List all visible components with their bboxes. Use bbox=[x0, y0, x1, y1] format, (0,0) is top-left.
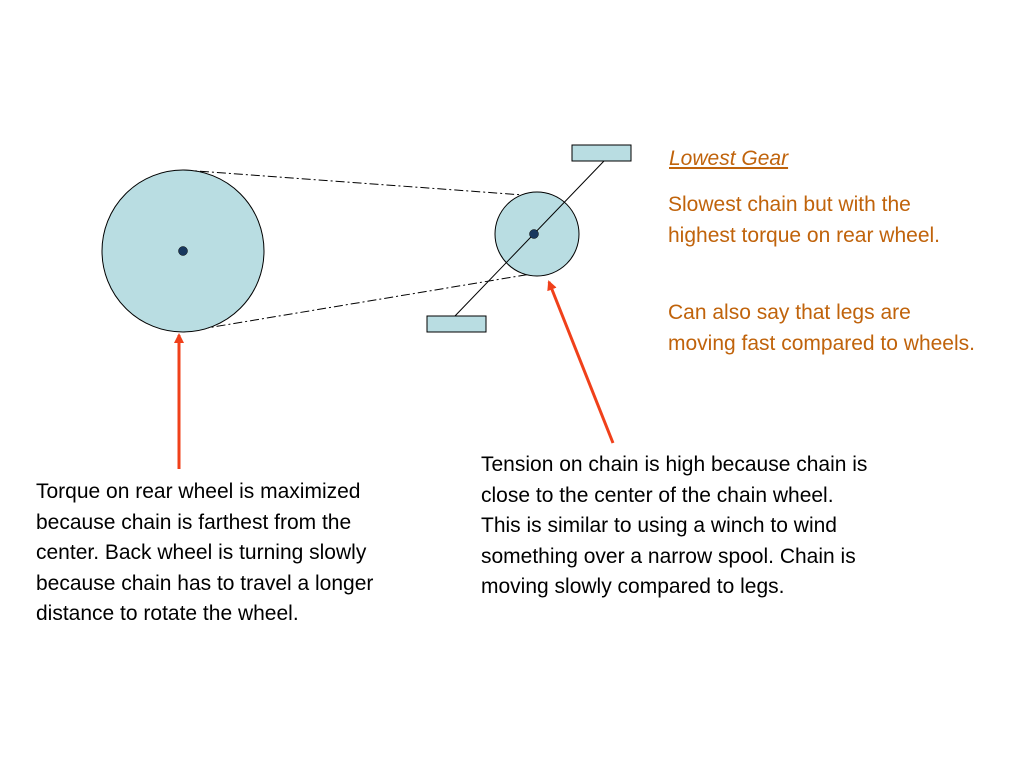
rear-wheel-caption: Torque on rear wheel is maximized becaus… bbox=[36, 480, 374, 626]
side-note-title: Lowest Gear bbox=[669, 147, 789, 170]
pedal-top bbox=[571, 144, 632, 162]
chain-wheel-arrow bbox=[547, 280, 615, 444]
side-note-paragraph-1: Slowest chain but with the highest torqu… bbox=[668, 193, 941, 247]
side-note-paragraph-2: Can also say that legs are moving fast c… bbox=[668, 301, 975, 355]
rear-wheel-hub bbox=[178, 246, 188, 256]
chain-wheel-caption: Tension on chain is high because chain i… bbox=[481, 453, 868, 599]
chain-wheel-hub bbox=[529, 229, 539, 239]
chain-bottom bbox=[182, 272, 538, 333]
crank-arm bbox=[453, 160, 605, 318]
chain-top bbox=[182, 169, 538, 197]
pedal-bottom bbox=[426, 315, 487, 333]
